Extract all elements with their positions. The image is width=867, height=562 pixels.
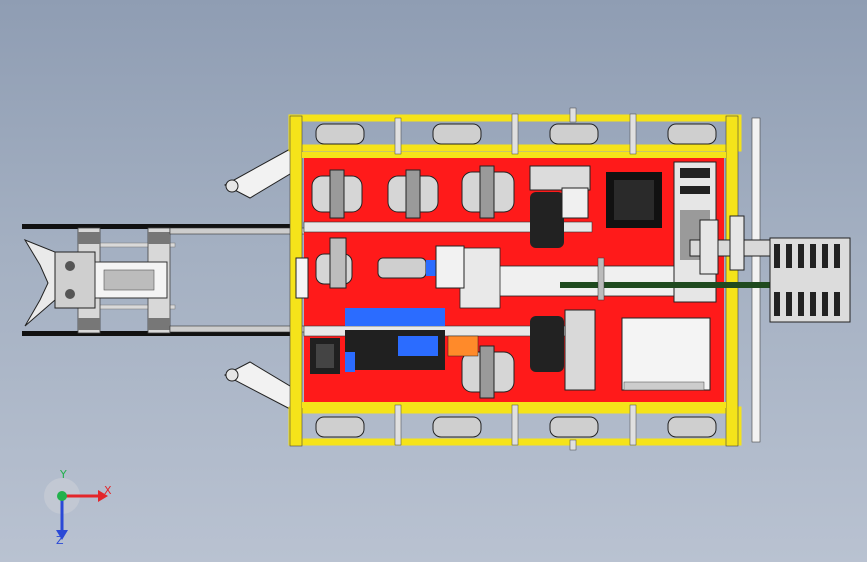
gripper-servo-inner — [103, 269, 155, 291]
control-boards — [606, 161, 717, 391]
chassis[interactable] — [288, 107, 851, 451]
upper-mount-pivot — [225, 179, 239, 193]
triad-graphic — [44, 478, 108, 540]
y-axis-label: Y — [60, 468, 67, 481]
gripper-pivot-a — [65, 261, 75, 271]
bottom-wheels — [315, 404, 717, 451]
inner-channel-top — [303, 221, 593, 233]
arm-bracket-2-pad-top — [148, 232, 170, 244]
arm-bracket-1-pad-bottom — [78, 318, 100, 330]
lower-mount-plate — [223, 361, 301, 411]
coordinate-triad: X Y Z — [40, 468, 120, 548]
center-linkage — [489, 265, 681, 297]
arm-bracket-1-pad-top — [78, 232, 100, 244]
right-rail-vert — [751, 117, 761, 443]
x-axis-head — [98, 490, 108, 502]
arm-rail-top — [22, 224, 297, 229]
rear-drive — [560, 215, 851, 323]
mid-motors — [295, 237, 465, 299]
bottom-rollers — [461, 345, 515, 399]
z-axis-head — [56, 530, 68, 540]
center-linkage-2 — [459, 247, 501, 309]
arm-bracket-2-pad-bottom — [148, 318, 170, 330]
drive-motors — [529, 165, 596, 391]
lower-mount-pivot — [225, 368, 239, 382]
top-rollers — [311, 165, 515, 219]
frame-right-post — [725, 115, 739, 447]
gripper-pivot-b — [65, 289, 75, 299]
z-axis-label: Z — [56, 534, 64, 547]
lower-electronics — [310, 308, 479, 374]
arm-rail-bottom — [22, 331, 297, 336]
y-axis-dot — [57, 491, 67, 501]
gripper-body — [54, 251, 96, 309]
frame-inner-top — [302, 152, 726, 158]
x-axis-label: X — [104, 484, 112, 497]
top-wheels — [315, 107, 717, 155]
